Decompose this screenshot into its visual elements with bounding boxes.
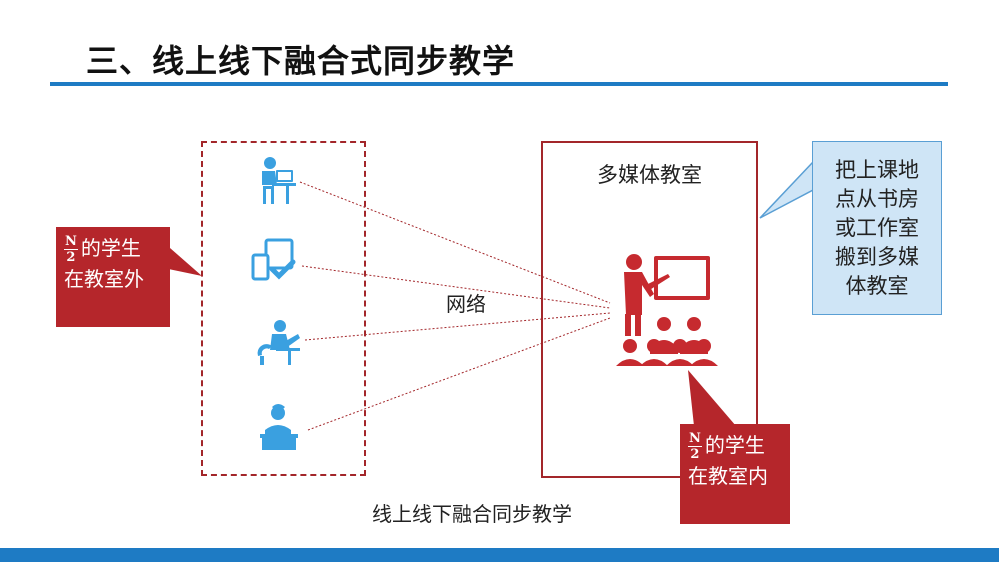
devices-check-icon bbox=[251, 238, 296, 281]
outside-callout-line2: 在教室外 bbox=[64, 267, 144, 291]
network-line-1 bbox=[299, 181, 611, 304]
info-callout-tail bbox=[759, 160, 814, 219]
inside-callout-line1: 的学生 bbox=[704, 433, 765, 457]
inside-callout-tail bbox=[688, 370, 736, 426]
network-line-3 bbox=[304, 312, 611, 341]
student-laptop-icon bbox=[257, 320, 300, 365]
relocate-classroom-callout: 把上课地 点从书房 或工作室 搬到多媒 体教室 bbox=[812, 141, 942, 315]
info-line-4: 搬到多媒 bbox=[835, 245, 919, 269]
teacher-classroom-icon bbox=[616, 254, 718, 366]
inside-callout-line2: 在教室内 bbox=[688, 464, 768, 488]
info-line-2: 点从书房 bbox=[835, 187, 919, 211]
slide-title: 三、线上线下融合式同步教学 bbox=[86, 42, 516, 80]
diagram-caption: 线上线下融合同步教学 bbox=[372, 502, 572, 526]
info-line-3: 或工作室 bbox=[835, 216, 919, 240]
outside-classroom-group bbox=[201, 141, 366, 476]
network-label: 网络 bbox=[446, 292, 486, 316]
multimedia-classroom: 多媒体教室 bbox=[541, 141, 758, 478]
network-line-4 bbox=[307, 317, 611, 431]
footer-bar bbox=[0, 548, 999, 562]
classroom-label: 多媒体教室 bbox=[597, 163, 702, 187]
info-line-1: 把上课地 bbox=[835, 158, 919, 182]
student-at-desk-icon bbox=[262, 157, 296, 204]
title-underline bbox=[50, 82, 948, 86]
info-line-5: 体教室 bbox=[845, 274, 909, 298]
student-reading-icon bbox=[260, 404, 298, 450]
outside-callout-line1: 的学生 bbox=[80, 236, 141, 260]
